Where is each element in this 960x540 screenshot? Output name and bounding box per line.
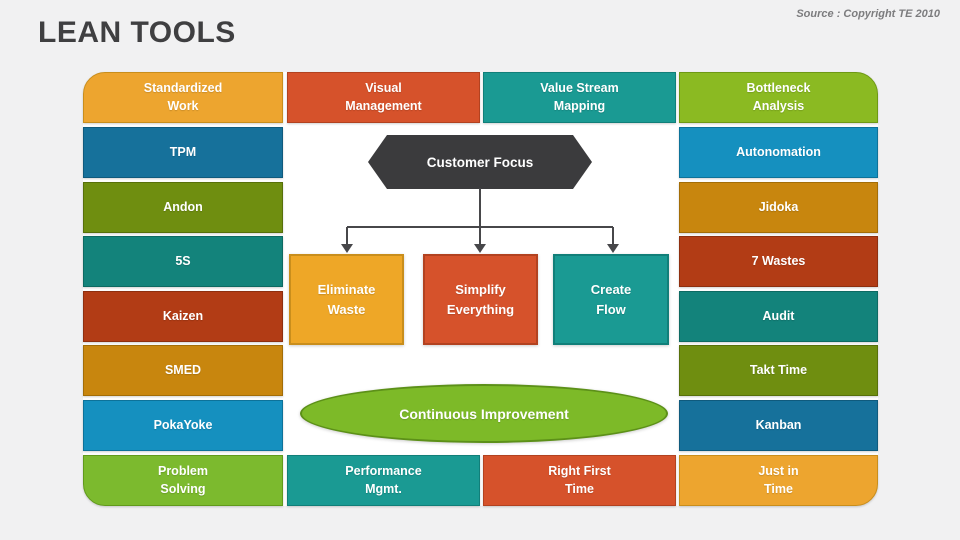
box-bottleneck-analysis: Bottleneck Analysis (679, 72, 878, 123)
box-create-flow: Create Flow (553, 254, 669, 345)
box-kaizen: Kaizen (83, 291, 283, 342)
box-problem-solving: Problem Solving (83, 455, 283, 506)
box-right-first-time: Right First Time (483, 455, 676, 506)
connector-arrows (341, 188, 619, 253)
ellipse-continuous-improvement: Continuous Improvement (300, 384, 668, 443)
hexagon-customer-focus: Customer Focus (368, 135, 592, 189)
box-smed: SMED (83, 345, 283, 396)
box-simplify-everything: Simplify Everything (423, 254, 538, 345)
box-pokayoke: PokaYoke (83, 400, 283, 451)
box-value-stream-mapping: Value Stream Mapping (483, 72, 676, 123)
box-eliminate-waste: Eliminate Waste (289, 254, 404, 345)
box-audit: Audit (679, 291, 878, 342)
box-5s: 5S (83, 236, 283, 287)
box-standardized-work: Standardized Work (83, 72, 283, 123)
box-kanban: Kanban (679, 400, 878, 451)
box-andon: Andon (83, 182, 283, 233)
box-visual-management: Visual Management (287, 72, 480, 123)
box-just-in-time: Just in Time (679, 455, 878, 506)
box-7-wastes: 7 Wastes (679, 236, 878, 287)
box-takt-time: Takt Time (679, 345, 878, 396)
box-autonomation: Autonomation (679, 127, 878, 178)
box-tpm: TPM (83, 127, 283, 178)
page-title: LEAN TOOLS (38, 16, 236, 49)
box-performance-mgmt: Performance Mgmt. (287, 455, 480, 506)
box-jidoka: Jidoka (679, 182, 878, 233)
source-credit: Source : Copyright TE 2010 (796, 8, 940, 20)
